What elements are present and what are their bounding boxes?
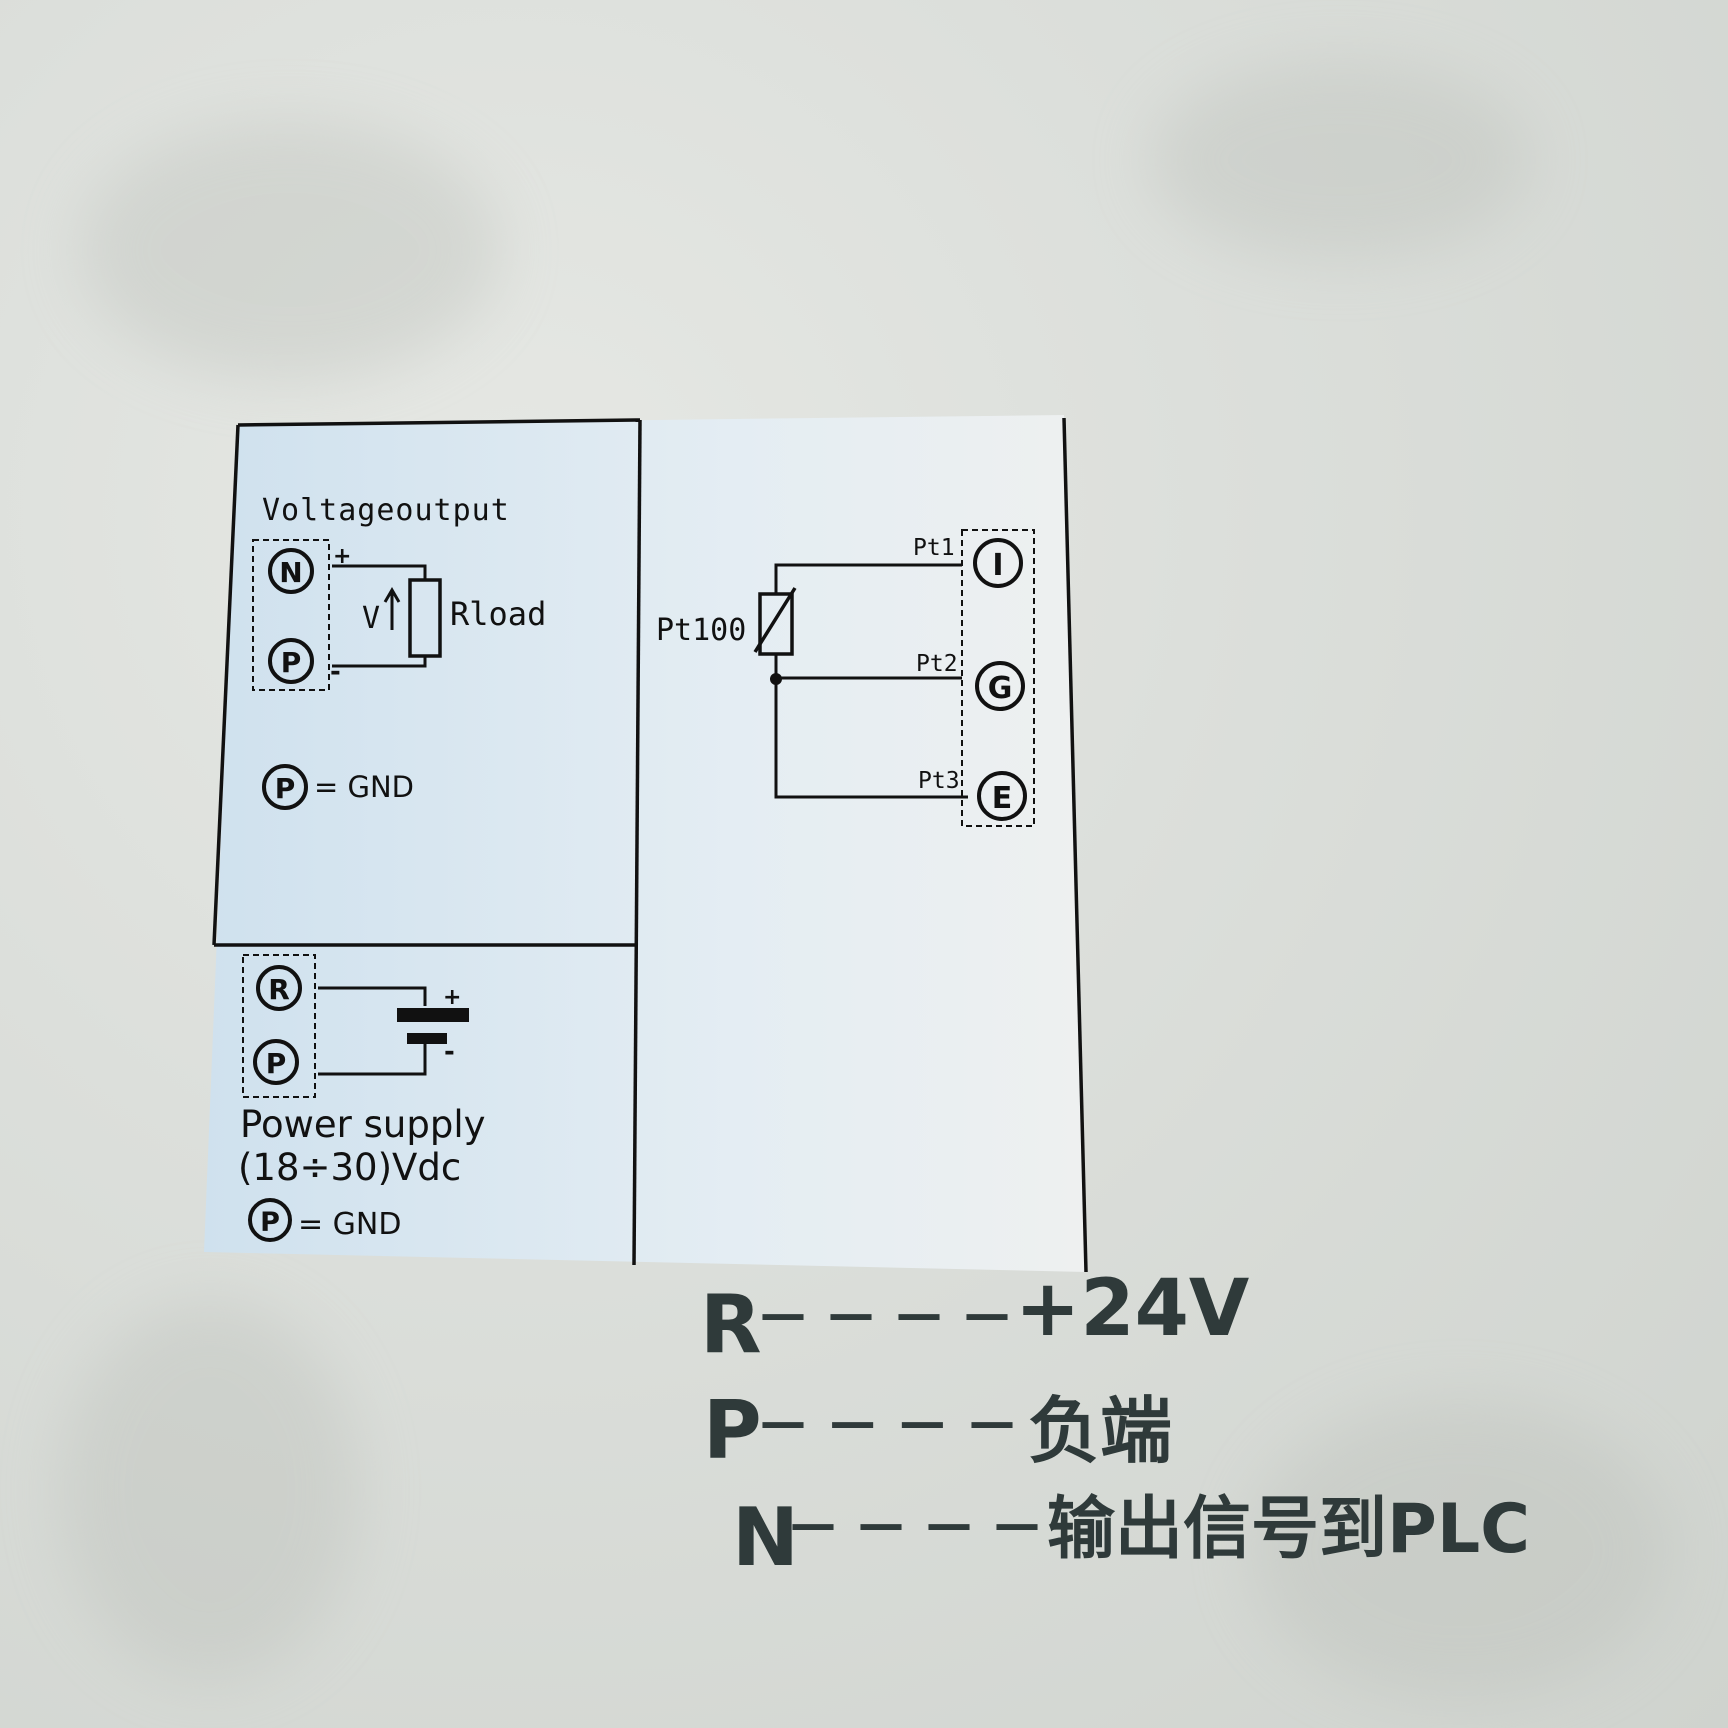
terminal-n: N bbox=[268, 548, 314, 594]
gnd-note: = GND bbox=[314, 770, 414, 804]
svg-text:N: N bbox=[279, 556, 302, 589]
svg-text:R: R bbox=[700, 1278, 762, 1371]
svg-text:————: ———— bbox=[790, 1497, 1040, 1551]
power-gnd-note: = GND bbox=[298, 1207, 401, 1242]
svg-text:R: R bbox=[268, 973, 290, 1006]
rload-label: Rload bbox=[450, 595, 546, 633]
svg-text:E: E bbox=[992, 781, 1013, 816]
terminal-r: R bbox=[256, 965, 302, 1011]
battery-positive-plate bbox=[397, 1008, 469, 1022]
svg-text:负端: 负端 bbox=[1028, 1389, 1172, 1473]
note-r: R ———— +24V bbox=[700, 1264, 1249, 1371]
power-supply-panel: R P + - Power supply (18÷30)Vdc P = GND bbox=[238, 954, 486, 1242]
battery-minus: - bbox=[444, 1037, 455, 1067]
power-supply-range: (18÷30)Vdc bbox=[238, 1146, 461, 1189]
battery-wiring bbox=[318, 986, 427, 1076]
svg-text:————: ———— bbox=[760, 1287, 1010, 1341]
terminal-e: E bbox=[977, 771, 1027, 821]
svg-text:G: G bbox=[988, 671, 1013, 706]
svg-text:P: P bbox=[703, 1384, 762, 1477]
panel-borders bbox=[212, 417, 1088, 1273]
svg-text:输出信号到PLC: 输出信号到PLC bbox=[1047, 1490, 1530, 1569]
pt3-label: Pt3 bbox=[918, 768, 960, 794]
terminal-p: P bbox=[268, 638, 314, 684]
voltage-output-title: Voltageoutput bbox=[262, 493, 510, 528]
minus-sign: - bbox=[330, 657, 341, 687]
svg-text:P: P bbox=[260, 1207, 280, 1238]
terminal-p-power: P bbox=[253, 1039, 299, 1085]
voltage-output-panel: Voltageoutput N P + - V Rload P = GND bbox=[252, 493, 546, 810]
voltage-symbol: V bbox=[362, 601, 380, 636]
terminal-block-dashed bbox=[252, 539, 330, 691]
note-n: N ———— 输出信号到PLC bbox=[732, 1490, 1530, 1584]
svg-text:P: P bbox=[275, 772, 296, 805]
sensor-panel: Pt100 Pt1 Pt2 Pt3 I G E bbox=[656, 529, 1035, 827]
pt2-label: Pt2 bbox=[916, 651, 958, 677]
terminal-g: G bbox=[975, 661, 1025, 711]
svg-text:P: P bbox=[266, 1047, 287, 1080]
handwritten-notes: R ———— +24V P ———— 负端 N ———— 输出信号到PLC bbox=[700, 1264, 1530, 1584]
load-wiring bbox=[332, 564, 442, 668]
svg-text:P: P bbox=[281, 646, 302, 679]
pt100-label: Pt100 bbox=[656, 613, 746, 648]
gnd-legend-terminal-p: P bbox=[262, 764, 308, 810]
note-p: P ———— 负端 bbox=[703, 1384, 1172, 1477]
svg-text:I: I bbox=[992, 548, 1003, 583]
battery-plus: + bbox=[443, 985, 461, 1010]
power-terminal-block-dashed bbox=[242, 954, 316, 1098]
gnd-legend-terminal-p-power: P bbox=[248, 1198, 292, 1242]
svg-text:————: ———— bbox=[760, 1395, 1015, 1449]
power-supply-title: Power supply bbox=[240, 1103, 486, 1146]
svg-text:+24V: +24V bbox=[1015, 1264, 1249, 1354]
svg-text:N: N bbox=[732, 1491, 799, 1584]
pt1-label: Pt1 bbox=[913, 535, 955, 561]
battery-negative-plate bbox=[407, 1033, 447, 1044]
plus-sign: + bbox=[333, 544, 351, 569]
junction-dot bbox=[770, 673, 782, 685]
terminal-i: I bbox=[973, 538, 1023, 588]
sensor-terminal-block-dashed bbox=[961, 529, 1035, 827]
